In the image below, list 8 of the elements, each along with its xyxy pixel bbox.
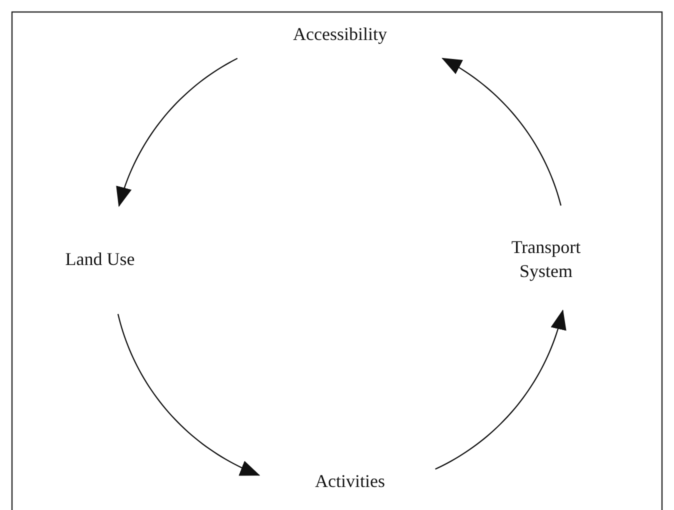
node-label: Transport System [510,236,582,282]
arrow [442,58,562,206]
node-label: Activities [315,470,385,493]
arrow [116,58,238,207]
node-label: Land Use [65,248,135,270]
arrow [117,314,260,476]
node-label: Accessibility [293,23,387,46]
arrow [435,310,566,470]
